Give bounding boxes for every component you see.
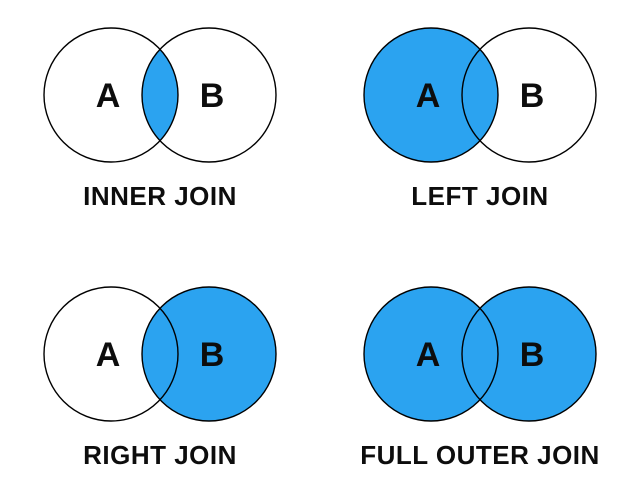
set-a-label: A: [96, 77, 121, 115]
set-a-label: A: [96, 336, 121, 374]
venn-diagram-left-join: A B LEFT JOIN: [320, 0, 640, 248]
circle-b: [462, 28, 596, 162]
circle-b-outline: [461, 286, 597, 422]
circle-b: [142, 28, 276, 162]
set-a-label: A: [416, 77, 441, 115]
join-caption: RIGHT JOIN: [83, 440, 237, 470]
circle-a-outline: [363, 27, 499, 163]
venn-graphic: A B: [43, 27, 277, 163]
venn-diagram-inner-join: A B INNER JOIN: [0, 0, 320, 248]
set-b-label: B: [200, 77, 225, 115]
circle-b: [462, 287, 596, 421]
circle-a: [44, 287, 178, 421]
venn-graphic: A B: [43, 286, 277, 422]
intersection-region: [142, 308, 178, 400]
venn-diagram-right-join: A B RIGHT JOIN: [0, 248, 320, 497]
venn-graphic: A B: [363, 27, 597, 163]
circle-b-outline: [461, 27, 597, 163]
circle-a: [364, 287, 498, 421]
circle-b: [142, 287, 276, 421]
set-b-label: B: [520, 336, 545, 374]
join-caption: LEFT JOIN: [411, 181, 549, 211]
venn-graphic: A B: [363, 286, 597, 422]
set-a-label: A: [416, 336, 441, 374]
set-b-label: B: [520, 77, 545, 115]
join-caption: FULL OUTER JOIN: [360, 440, 600, 470]
intersection-region: [462, 308, 498, 400]
circle-a-outline: [43, 27, 179, 163]
circle-a-outline: [363, 286, 499, 422]
circle-a: [364, 28, 498, 162]
intersection-region: [462, 49, 498, 141]
join-caption: INNER JOIN: [83, 181, 237, 211]
circle-b-outline: [141, 286, 277, 422]
circle-b-outline: [141, 27, 277, 163]
circle-a: [44, 28, 178, 162]
venn-diagram-full-outer-join: A B FULL OUTER JOIN: [320, 248, 640, 497]
set-b-label: B: [200, 336, 225, 374]
intersection-region: [142, 49, 178, 141]
circle-a-outline: [43, 286, 179, 422]
